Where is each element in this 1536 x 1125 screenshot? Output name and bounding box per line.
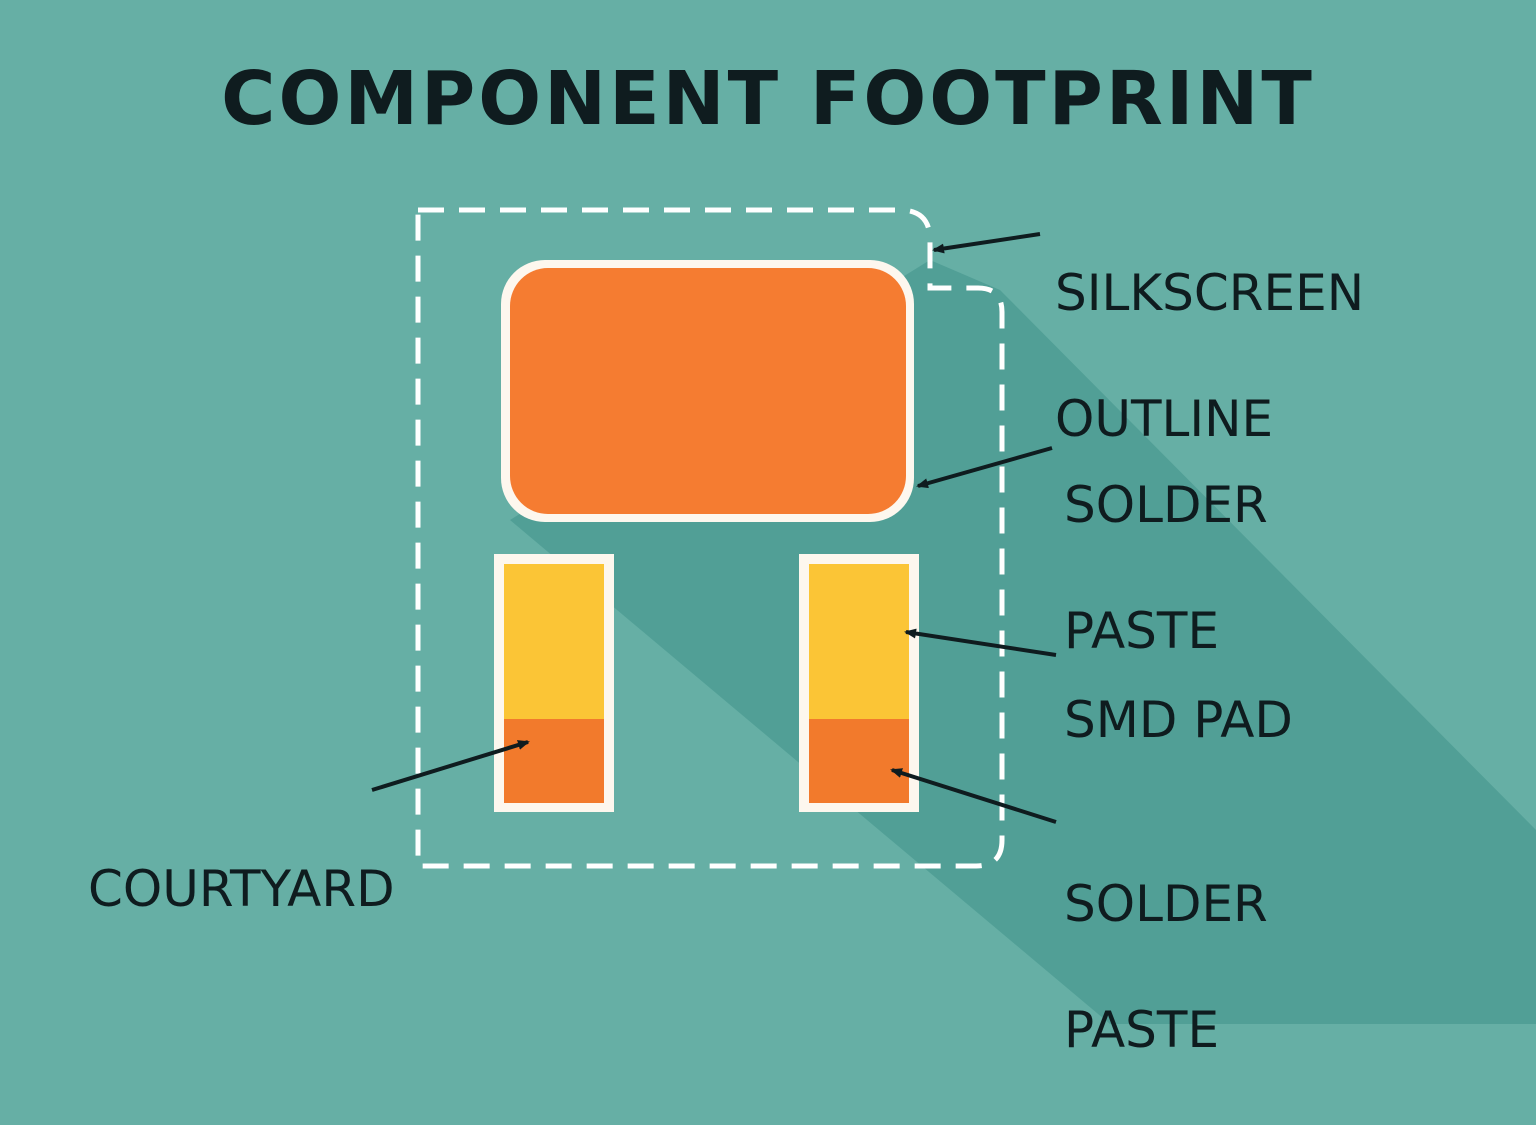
left-smd-pad [504, 564, 604, 719]
silkscreen-outline [415, 207, 1005, 869]
label-solder-paste-bottom-line1: SOLDER [1064, 875, 1268, 933]
label-solder-paste-bottom-line2: PASTE [1064, 1001, 1220, 1059]
courtyard-arrow [371, 740, 530, 792]
footprint-diagram [371, 207, 1536, 1024]
label-courtyard-line1: COURTYARD [88, 860, 395, 918]
label-smd-pad: SMD PAD [1064, 626, 1293, 815]
label-silkscreen-line1: SILKSCREEN [1055, 264, 1365, 322]
label-solder-paste-top-line1: SOLDER [1064, 476, 1268, 534]
label-solder-paste-bottom: SOLDER PASTE [1064, 810, 1268, 1125]
left-solder-paste [504, 719, 604, 803]
solder-paste-bottom-arrow [890, 768, 1057, 824]
solder-paste-top-arrow [916, 446, 1053, 489]
label-silkscreen-outline: SILKSCREEN OUTLINE [1055, 199, 1364, 514]
diagram-title: COMPONENT FOOTPRINT [221, 56, 1315, 142]
right-smd-pad [809, 564, 909, 719]
label-solder-paste-top-line2: PASTE [1064, 602, 1220, 660]
right-solder-paste [809, 719, 909, 803]
smd-pad-arrow [904, 628, 1057, 657]
silkscreen-arrow [932, 232, 1041, 254]
label-silkscreen-line2: OUTLINE [1055, 390, 1274, 448]
large-solder-paste-fill [510, 268, 906, 514]
label-courtyard: COURTYARD [88, 795, 395, 984]
label-solder-paste-top: SOLDER PASTE [1064, 411, 1268, 726]
label-smd-pad-line1: SMD PAD [1064, 691, 1293, 749]
